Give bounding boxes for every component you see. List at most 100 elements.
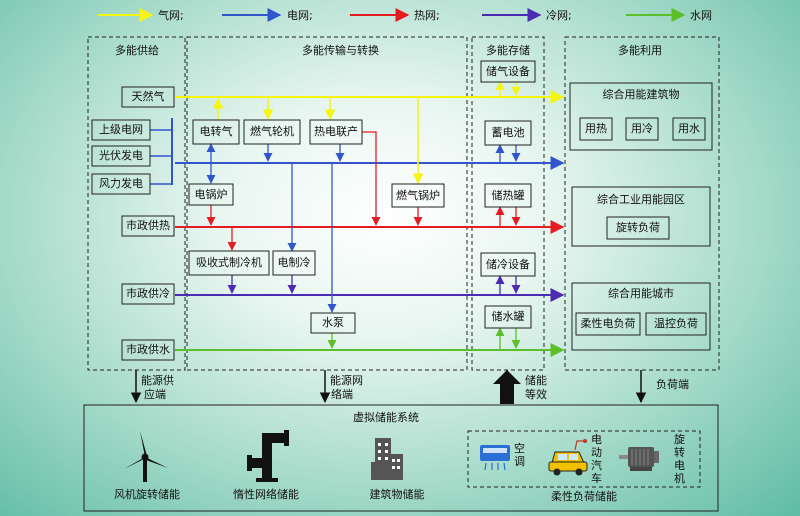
municipal-heat-box <box>121 215 175 237</box>
municipal-heat-label: 市政供热 <box>126 218 170 232</box>
municipal-cold-box <box>121 283 175 305</box>
water-use-box <box>672 117 706 141</box>
storage-eq-line2: 等效 <box>525 387 547 401</box>
gas-storage-label: 储气设备 <box>486 64 530 78</box>
water-use-label: 用水 <box>678 122 700 135</box>
cold-storage-label: 储冷设备 <box>486 257 530 271</box>
building-storage-label: 建筑物储能 <box>370 487 425 501</box>
wind-box <box>91 173 151 195</box>
virtual-storage-title: 虚拟储能系统 <box>353 410 419 424</box>
network-side-line2: 络端 <box>331 387 353 401</box>
thermal-load-label: 温控负荷 <box>654 316 698 330</box>
legend-water-label: 水网 <box>690 9 712 22</box>
heat-tank-label: 储热罐 <box>492 188 525 202</box>
flexible-load-label: 柔性电负荷 <box>581 316 636 330</box>
municipal-water-label: 市政供水 <box>126 342 170 356</box>
motor-label-3: 电 <box>674 459 685 472</box>
battery-box <box>484 120 532 146</box>
p2g-box <box>192 119 240 145</box>
pv-label: 光伏发电 <box>99 148 143 162</box>
city-group <box>571 282 711 351</box>
cold-use-label: 用冷 <box>631 122 653 135</box>
rotary-load-box <box>606 216 670 240</box>
wind-storage-label: 风机旋转储能 <box>114 487 180 501</box>
legend-heat-label: 热网; <box>414 9 440 22</box>
motor-icon <box>619 447 659 471</box>
heat-use-box <box>579 117 613 141</box>
upper-grid-label: 上级电网 <box>99 123 143 136</box>
wind-label: 风力发电 <box>99 176 143 190</box>
storage-section <box>471 36 545 371</box>
legend: 气网; 电网; 热网; 冷网; 水网 <box>98 8 712 22</box>
city-title: 综合用能城市 <box>608 286 674 300</box>
storage-eq-line1: 储能 <box>525 373 547 387</box>
ev-label-1: 电 <box>591 433 602 446</box>
pipe-storage-label: 惰性网络储能 <box>233 487 299 501</box>
load-side-label: 负荷端 <box>656 377 689 391</box>
electric-boiler-label: 电锅炉 <box>195 188 228 201</box>
gas-storage-box <box>480 60 536 83</box>
water-tank-label: 储水罐 <box>492 309 525 323</box>
gas-turbine-label: 燃气轮机 <box>250 124 294 138</box>
cold-storage-box <box>480 252 536 277</box>
transport-section <box>186 36 468 371</box>
natural-gas-label: 天然气 <box>132 89 165 103</box>
ev-label-3: 汽 <box>591 458 602 472</box>
upper-grid-box <box>91 119 151 141</box>
water-tank-box <box>484 305 532 329</box>
cold-use-box <box>625 117 659 141</box>
pipe-network-icon <box>247 430 289 482</box>
utilization-section <box>564 36 720 371</box>
battery-label: 蓄电池 <box>492 126 525 139</box>
ev-label-4: 车 <box>591 471 602 485</box>
industrial-title: 综合工业用能园区 <box>597 192 685 206</box>
legend-cold-label: 冷网; <box>546 9 572 22</box>
chp-heat-out <box>362 131 381 226</box>
storage-up-arrow <box>493 370 521 404</box>
gas-boiler-label: 燃气锅炉 <box>396 188 440 202</box>
electric-car-icon <box>548 439 588 476</box>
supply-side-line1: 能源供 <box>141 373 174 387</box>
ac-label-1: 空 <box>514 441 525 455</box>
flexible-load-box <box>575 312 641 336</box>
building-group <box>569 82 713 151</box>
utilization-section-title: 多能利用 <box>618 43 662 57</box>
thermal-load-box <box>645 312 707 336</box>
heat-tank-box <box>484 183 532 208</box>
rotary-load-label: 旋转负荷 <box>616 220 660 234</box>
motor-label-2: 转 <box>674 445 685 459</box>
absorption-chiller-box <box>188 250 270 276</box>
electric-boiler-box <box>188 183 234 206</box>
chp-label: 热电联产 <box>314 124 358 138</box>
ev-label-2: 动 <box>591 446 602 459</box>
air-conditioner-icon <box>480 445 510 471</box>
electric-chiller-label: 电制冷 <box>278 256 311 269</box>
supply-section-title: 多能供给 <box>115 43 159 57</box>
pv-box <box>91 145 151 167</box>
natural-gas-box <box>121 86 175 108</box>
industrial-group <box>571 186 711 247</box>
water-pump-box <box>310 312 356 334</box>
supply-side-line2: 应端 <box>144 387 166 401</box>
municipal-water-box <box>121 339 175 361</box>
building-title: 综合用能建筑物 <box>603 87 680 101</box>
absorption-chiller-label: 吸收式制冷机 <box>196 255 262 269</box>
storage-section-title: 多能存储 <box>486 43 530 57</box>
wind-turbine-icon <box>124 431 168 482</box>
water-pump-label: 水泵 <box>322 316 344 329</box>
legend-gas-label: 气网; <box>158 8 184 22</box>
legend-power-label: 电网; <box>287 9 313 22</box>
electric-chiller-box <box>272 250 316 276</box>
ac-label-2: 调 <box>514 455 525 468</box>
virtual-storage-box <box>83 404 719 512</box>
gas-boiler-box <box>391 183 445 208</box>
gas-turbine-box <box>243 119 301 145</box>
network-side-line1: 能源网 <box>330 373 363 387</box>
municipal-cold-label: 市政供冷 <box>126 286 170 300</box>
chp-box <box>309 119 363 145</box>
flexible-storage-title: 柔性负荷储能 <box>551 489 617 503</box>
transport-section-title: 多能传输与转换 <box>302 43 379 57</box>
flexible-storage-box <box>467 430 701 488</box>
heat-use-label: 用热 <box>585 122 607 135</box>
